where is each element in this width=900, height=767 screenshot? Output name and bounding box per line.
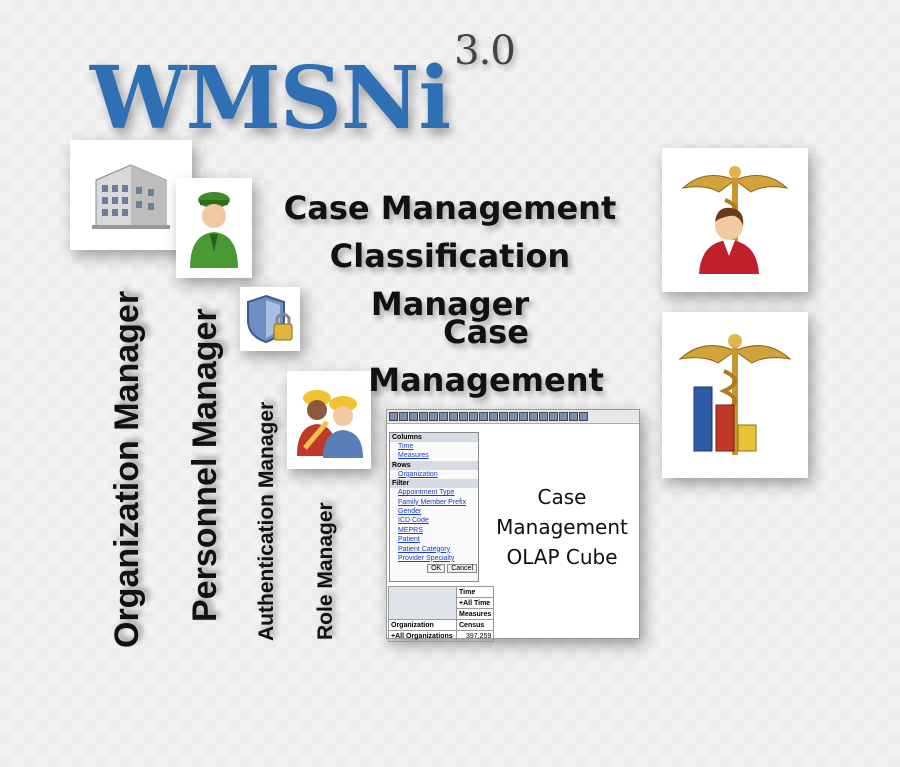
toolbar-icon[interactable] — [409, 412, 418, 421]
toolbar-icon[interactable] — [389, 412, 398, 421]
olap-toolbar — [387, 410, 639, 424]
toolbar-icon[interactable] — [479, 412, 488, 421]
filter-item[interactable]: Gender — [398, 507, 422, 515]
toolbar-icon[interactable] — [469, 412, 478, 421]
olap-cube-title: Case Management OLAP Cube — [496, 485, 628, 569]
toolbar-icon[interactable] — [579, 412, 588, 421]
grid-all-time[interactable]: +All Time — [455, 597, 495, 609]
authentication-tile[interactable] — [240, 287, 300, 351]
workers-icon — [297, 390, 363, 458]
grid-census-header[interactable]: Census — [455, 619, 495, 631]
toolbar-icon[interactable] — [559, 412, 568, 421]
classification-tile[interactable] — [662, 148, 808, 292]
toolbar-icon[interactable] — [489, 412, 498, 421]
cancel-button[interactable]: Cancel — [447, 564, 477, 574]
dashboard-tile[interactable] — [662, 312, 808, 478]
toolbar-icon[interactable] — [439, 412, 448, 421]
navigator-buttons: OK Cancel — [390, 563, 478, 574]
authentication-manager-label: Authentication Manager — [255, 401, 278, 641]
toolbar-icon[interactable] — [459, 412, 468, 421]
toolbar-icon[interactable] — [549, 412, 558, 421]
filter-item[interactable]: ICD Code — [398, 517, 429, 525]
caduceus-chart-icon — [678, 334, 792, 455]
row-item-organization[interactable]: Organization — [398, 470, 438, 478]
toolbar-icon[interactable] — [449, 412, 458, 421]
toolbar-icon[interactable] — [519, 412, 528, 421]
columns-section: Columns — [390, 433, 478, 442]
toolbar-icon[interactable] — [539, 412, 548, 421]
role-manager-label: Role Manager — [314, 502, 337, 640]
filter-item[interactable]: Family Member Prefix — [398, 498, 467, 506]
rows-section: Rows — [390, 460, 478, 470]
filter-item[interactable]: Patient — [398, 536, 420, 544]
filter-item[interactable]: Provider Specialty — [398, 554, 455, 562]
shield-lock-icon — [247, 294, 293, 344]
caduceus-nurse-icon — [681, 166, 789, 274]
grid-census-value: 397,259 — [455, 630, 495, 642]
grid-row-all-organizations[interactable]: +All Organizations — [388, 630, 457, 642]
building-icon — [92, 164, 170, 229]
filter-item[interactable]: Appointment Type — [398, 489, 455, 497]
column-item-measures[interactable]: Measures — [398, 452, 429, 460]
organization-manager-label: Organization Manager — [108, 290, 146, 648]
role-tile[interactable] — [287, 371, 371, 469]
grid-measures-header: Measures — [455, 608, 495, 620]
grid-organization-header: Organization — [388, 619, 457, 631]
toolbar-icon[interactable] — [499, 412, 508, 421]
organization-tile[interactable] — [70, 140, 192, 250]
navigator-panel: Columns Time Measures Rows Organization … — [389, 432, 479, 582]
column-item-time[interactable]: Time — [398, 443, 414, 450]
toolbar-icon[interactable] — [569, 412, 578, 421]
version-badge: 3.0 — [454, 28, 516, 75]
toolbar-icon[interactable] — [399, 412, 408, 421]
grid-time-header: Time — [455, 586, 495, 598]
toolbar-icon[interactable] — [529, 412, 538, 421]
classification-manager-title: Case Management Classification Manager — [283, 189, 617, 323]
ok-button[interactable]: OK — [427, 564, 446, 574]
toolbar-icon[interactable] — [419, 412, 428, 421]
personnel-manager-label: Personnel Manager — [186, 308, 224, 622]
filter-item[interactable]: Patient Category — [398, 545, 451, 553]
filter-item[interactable]: MEPRS — [398, 526, 423, 534]
toolbar-icon[interactable] — [429, 412, 438, 421]
olap-cube-panel: Columns Time Measures Rows Organization … — [386, 409, 640, 642]
soldier-icon — [190, 192, 238, 268]
filter-section: Filter — [390, 479, 478, 489]
toolbar-icon[interactable] — [509, 412, 518, 421]
personnel-tile[interactable] — [176, 178, 252, 278]
olap-grid: Time +All Time Measures Organization Cen… — [388, 586, 495, 642]
